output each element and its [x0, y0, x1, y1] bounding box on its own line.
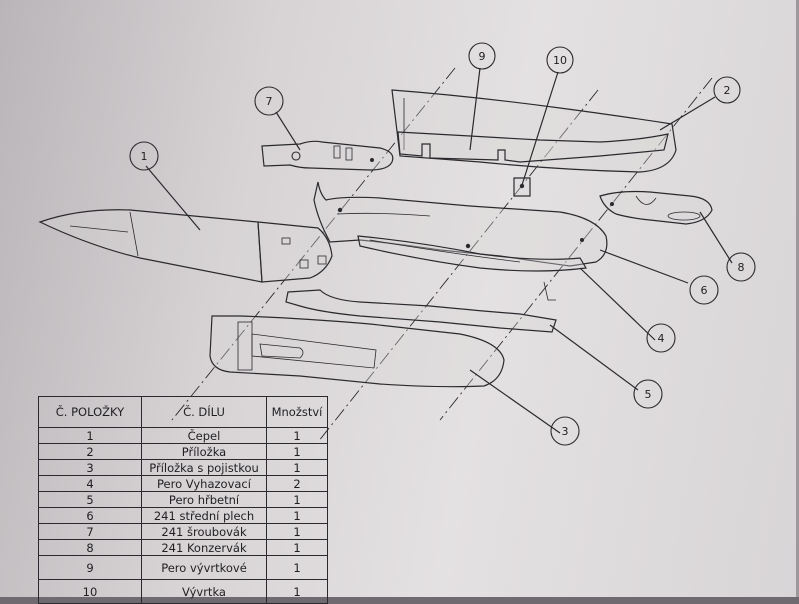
bom-quantity: 1: [266, 507, 328, 524]
bom-part-name: 241 střední plech: [141, 507, 267, 524]
part-1-blade: [38, 209, 333, 283]
bom-item-no: 6: [38, 507, 142, 524]
bom-item-no: 10: [38, 579, 142, 604]
bom-part-name: Čepel: [141, 427, 267, 444]
callout-10: 10: [546, 46, 574, 74]
bom-part-name: Pero vývrtkové: [141, 555, 267, 580]
part-10-corkscrew: [513, 177, 531, 197]
bom-header-item-no: Č. POLOŽKY: [38, 396, 142, 428]
bom-item-no: 4: [38, 475, 142, 492]
callout-4-label: 4: [658, 332, 665, 345]
callout-10-label: 10: [553, 54, 567, 67]
callout-8: 8: [726, 252, 756, 282]
bom-part-name: Příložka s pojistkou: [141, 459, 267, 476]
bom-item-no: 2: [38, 443, 142, 460]
bom-part-name: Pero hřbetní: [141, 491, 267, 508]
callout-6-label: 6: [701, 284, 708, 297]
callout-1-label: 1: [141, 150, 148, 163]
bom-header-part-no: Č. DÍLU: [141, 396, 267, 428]
part-7-screwdriver: [261, 140, 394, 171]
bom-part-name: Vývrtka: [141, 579, 267, 604]
bom-quantity: 1: [266, 443, 328, 460]
part-5-back-spring: [285, 289, 557, 333]
paper-edge: [796, 0, 799, 597]
bom-quantity: 1: [266, 459, 328, 476]
bom-item-no: 7: [38, 523, 142, 540]
callout-6: 6: [689, 275, 719, 305]
callout-2: 2: [713, 76, 741, 104]
bom-header-quantity: Množství: [266, 396, 328, 428]
bom-quantity: 1: [266, 539, 328, 556]
leader-lines: [145, 67, 733, 434]
callout-7-label: 7: [266, 95, 273, 108]
part-3-side-plate-with-lock: [209, 315, 505, 388]
assembly-axis-3: [439, 77, 713, 421]
bom-item-no: 8: [38, 539, 142, 556]
callout-5: 5: [633, 379, 663, 409]
callout-2-label: 2: [724, 84, 731, 97]
bom-header-row: Č. POLOŽKY Č. DÍLU Množství: [38, 396, 328, 428]
bom-quantity: 1: [266, 523, 328, 540]
callout-4: 4: [646, 323, 676, 353]
bom-quantity: 1: [266, 427, 328, 444]
bom-part-name: Příložka: [141, 443, 267, 460]
callout-8-label: 8: [738, 261, 745, 274]
assembly-axis-2: [317, 89, 599, 443]
bom-quantity: 1: [266, 579, 328, 604]
bom-item-no: 5: [38, 491, 142, 508]
part-8-can-opener: [599, 190, 713, 225]
bom-item-no: 3: [38, 459, 142, 476]
callout-5-label: 5: [645, 388, 652, 401]
bom-item-no: 9: [38, 555, 142, 580]
part-2-side-plate: [391, 89, 677, 173]
bom-quantity: 2: [266, 475, 328, 492]
callout-7: 7: [254, 86, 284, 116]
bom-part-name: Pero Vyhazovací: [141, 475, 267, 492]
callout-9: 9: [468, 42, 496, 70]
bom-part-name: 241 šroubovák: [141, 523, 267, 540]
bom-part-name: 241 Konzervák: [141, 539, 267, 556]
part-4-ejector-spring: [357, 235, 587, 301]
bom-item-no: 1: [38, 427, 142, 444]
callout-3-label: 3: [562, 425, 569, 438]
callout-3: 3: [550, 416, 580, 446]
part-6-middle-plate: [313, 181, 608, 267]
bom-quantity: 1: [266, 555, 328, 580]
part-9-corkscrew-spring: [397, 131, 669, 163]
bom-quantity: 1: [266, 491, 328, 508]
callout-9-label: 9: [479, 50, 486, 63]
callout-1: 1: [129, 141, 159, 171]
assembly-axis-1: [171, 67, 456, 421]
